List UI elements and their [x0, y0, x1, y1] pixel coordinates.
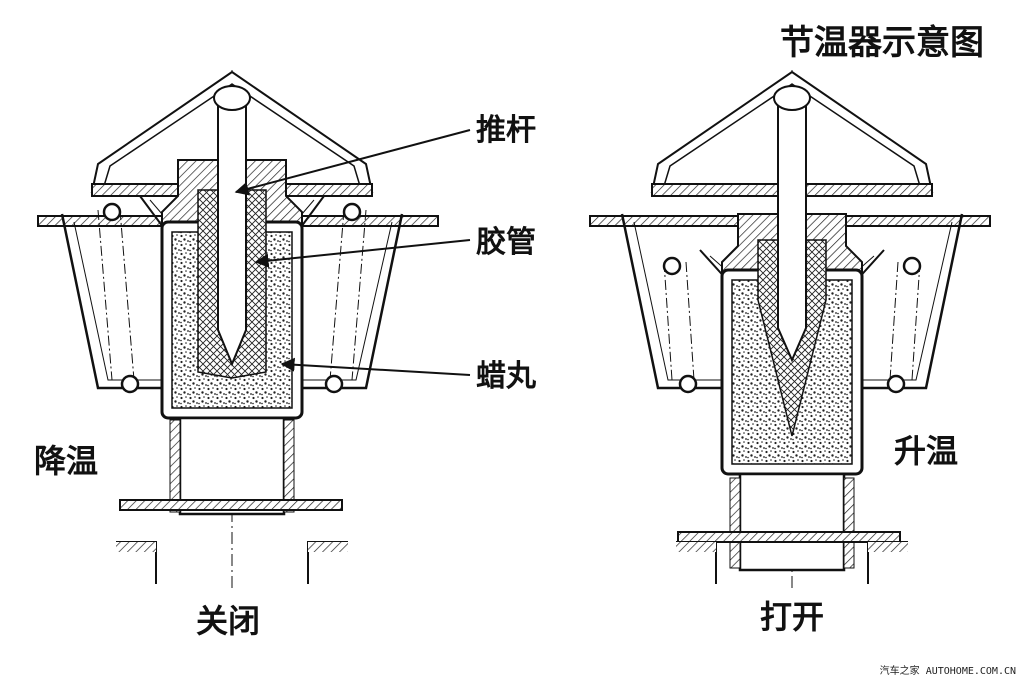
label-push-rod: 推杆 — [476, 113, 536, 148]
push-rod-right — [777, 97, 807, 363]
label-rubber-tube: 胶管 — [476, 225, 536, 260]
label-open: 打开 — [760, 598, 824, 636]
arrow-push-rod — [234, 129, 471, 196]
thermostat-closed — [37, 70, 439, 588]
bottom-flange-right — [677, 531, 901, 543]
label-closed: 关闭 — [196, 602, 260, 640]
label-heating: 升温 — [894, 432, 958, 470]
watermark: 汽车之家 AUTOHOME.COM.CN — [880, 664, 1016, 677]
sleeve-right — [738, 472, 846, 572]
arrow-rubber-tube — [254, 239, 471, 268]
sleeve-left — [178, 416, 286, 516]
bottom-flange-left — [119, 499, 343, 511]
push-rod-left — [217, 97, 247, 367]
label-wax-pellet: 蜡丸 — [476, 359, 536, 394]
thermostat-open — [589, 70, 991, 588]
arrow-wax-pellet — [280, 357, 471, 376]
diagram-title: 节温器示意图 — [780, 23, 984, 63]
label-cooling: 降温 — [34, 442, 98, 480]
callout-arrows — [234, 129, 471, 376]
